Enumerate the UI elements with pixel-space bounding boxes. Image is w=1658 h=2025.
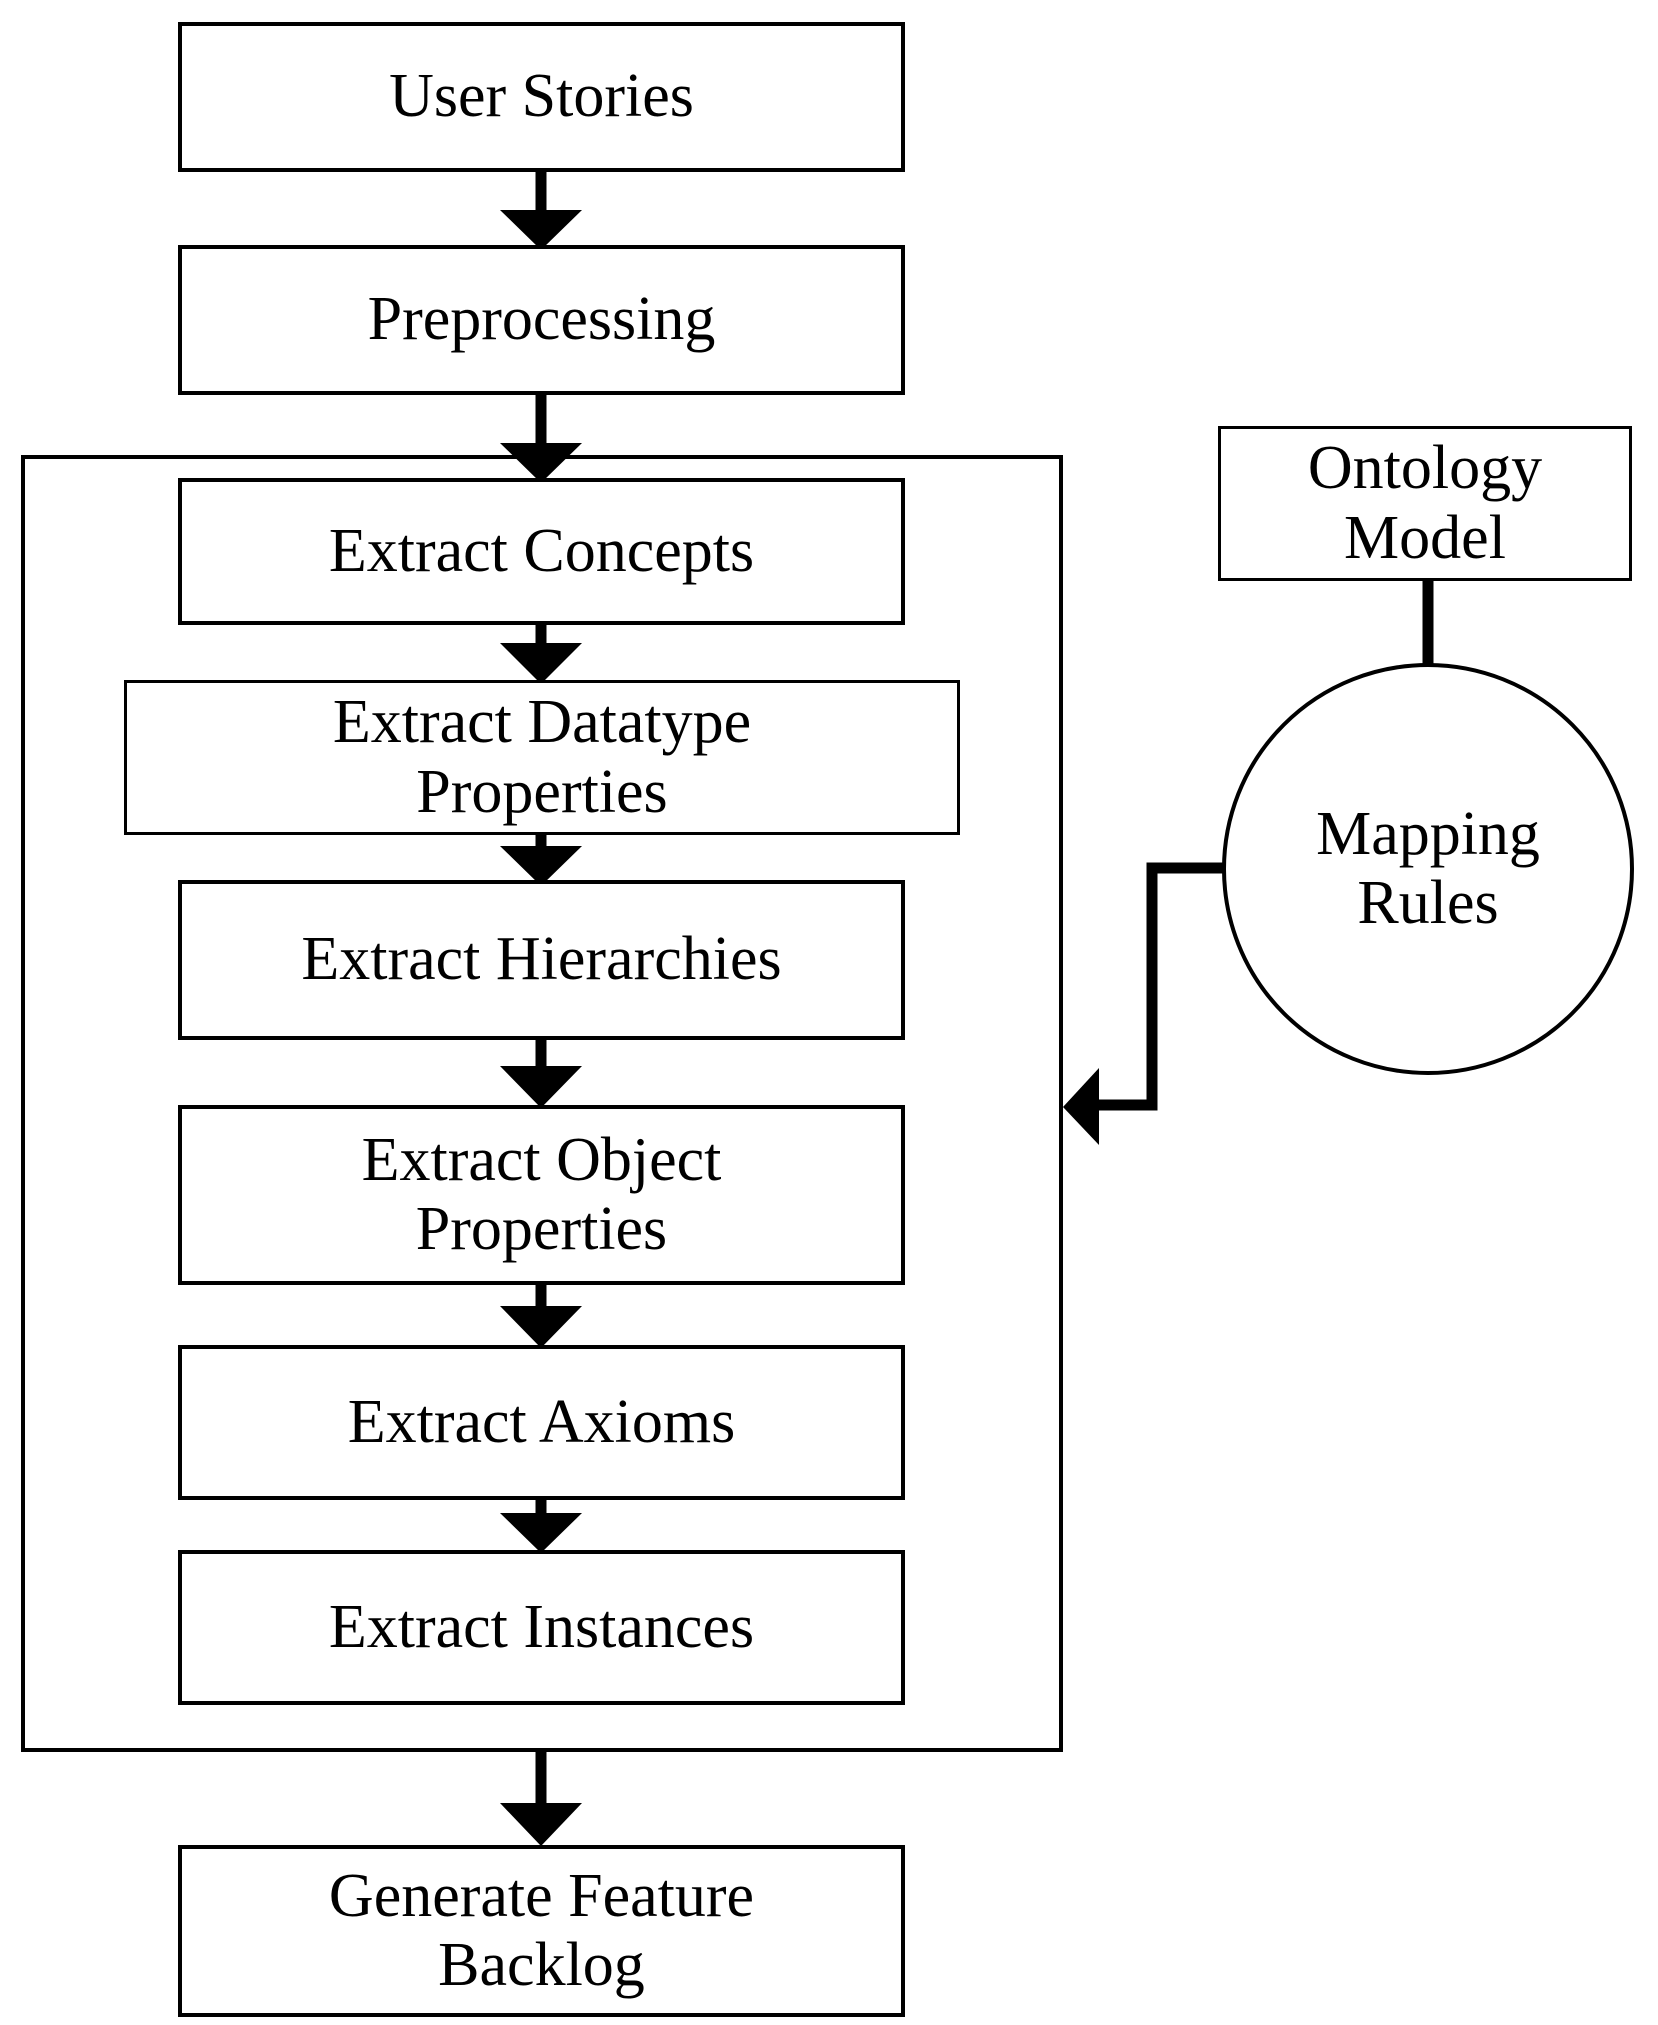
node-mapping-rules[interactable]: Mapping Rules — [1222, 663, 1634, 1075]
node-preprocessing[interactable]: Preprocessing — [178, 245, 905, 395]
node-extract-object-properties-label: Extract Object Properties — [361, 1125, 722, 1263]
node-extract-object-properties[interactable]: Extract Object Properties — [178, 1105, 905, 1285]
node-extract-hierarchies-label: Extract Hierarchies — [301, 925, 782, 994]
edge-extract-datatype-to-extract-hierarchies — [500, 835, 582, 886]
edge-extract-instances-to-generate-backlog — [500, 1752, 582, 1846]
node-extract-concepts[interactable]: Extract Concepts — [178, 478, 905, 625]
edge-user-stories-to-preprocessing — [500, 172, 582, 250]
node-extract-axioms[interactable]: Extract Axioms — [178, 1345, 905, 1500]
edge-extract-object-to-extract-axioms — [500, 1285, 582, 1348]
node-user-stories[interactable]: User Stories — [178, 22, 905, 172]
edge-extract-hierarchies-to-extract-object — [500, 1040, 582, 1108]
node-preprocessing-label: Preprocessing — [367, 285, 716, 354]
edge-preprocessing-to-extract-concepts — [500, 395, 582, 483]
node-extract-axioms-label: Extract Axioms — [347, 1387, 736, 1456]
node-extract-datatype-properties[interactable]: Extract Datatype Properties — [124, 680, 960, 835]
node-extract-datatype-properties-label: Extract Datatype Properties — [332, 688, 752, 826]
node-user-stories-label: User Stories — [389, 62, 694, 131]
node-extract-concepts-label: Extract Concepts — [328, 516, 755, 585]
node-extract-hierarchies[interactable]: Extract Hierarchies — [178, 880, 905, 1040]
edge-mapping-rules-to-extraction-group — [1063, 862, 1225, 1145]
node-extract-instances-label: Extract Instances — [328, 1592, 755, 1661]
edge-extract-axioms-to-extract-instances — [500, 1500, 582, 1553]
node-ontology-model[interactable]: Ontology Model — [1218, 426, 1632, 581]
node-ontology-model-label: Ontology Model — [1307, 434, 1543, 572]
node-generate-feature-backlog-label: Generate Feature Backlog — [328, 1861, 755, 1999]
node-extract-instances[interactable]: Extract Instances — [178, 1550, 905, 1705]
node-generate-feature-backlog[interactable]: Generate Feature Backlog — [178, 1845, 905, 2017]
edge-extract-concepts-to-extract-datatype — [500, 625, 582, 684]
node-mapping-rules-label: Mapping Rules — [1316, 799, 1540, 937]
